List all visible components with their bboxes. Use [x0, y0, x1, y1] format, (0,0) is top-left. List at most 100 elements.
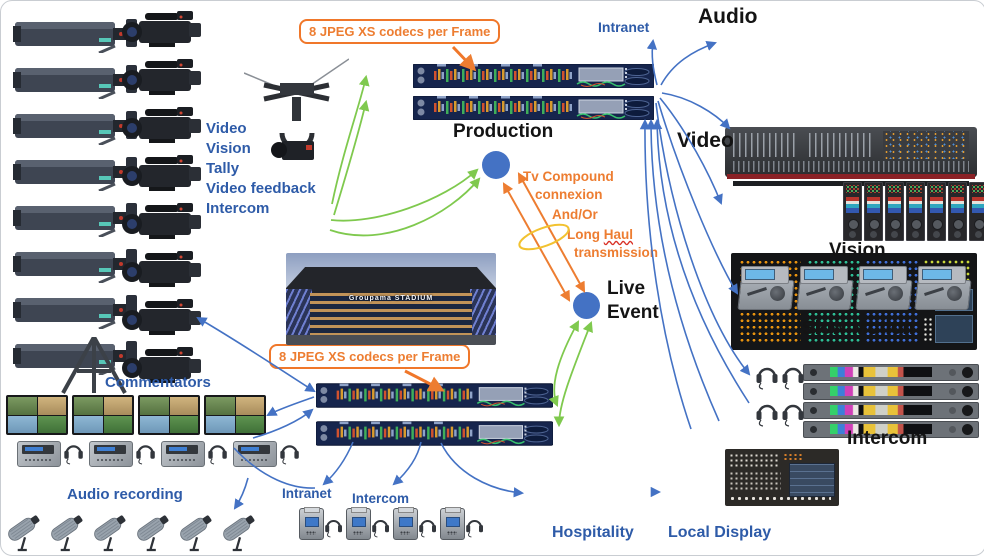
- microphone-icon: [4, 511, 43, 552]
- microphone-icon: [176, 511, 215, 552]
- headset: [755, 398, 780, 434]
- fader-bank-2: [809, 133, 875, 157]
- microphone-icon: [133, 511, 172, 552]
- link-tv-compound: Tv Compound: [523, 169, 614, 184]
- commentator-position: [89, 439, 157, 467]
- rcp-panel: [969, 182, 984, 241]
- codec-frame: [412, 63, 655, 93]
- fader-bank-1: [733, 133, 799, 157]
- tripod-icon: [61, 337, 127, 394]
- audio-console: [725, 127, 977, 187]
- slow-motion-row: [737, 266, 972, 312]
- studio-camera: [13, 243, 143, 288]
- codec-frame-icon: [412, 63, 655, 89]
- commentator-monitor: [72, 395, 134, 435]
- beltpack-body: [440, 507, 465, 540]
- audio-console-stripe: [727, 174, 975, 179]
- commentator-monitor-row: [6, 395, 266, 435]
- audio-console-center: [883, 131, 969, 159]
- headset: [781, 398, 806, 434]
- switcher-bank-white: [923, 317, 933, 343]
- studio-camera-icon: [13, 157, 137, 193]
- intercom-right-label: Intercom: [847, 428, 928, 449]
- link-and-or: And/Or: [552, 207, 598, 222]
- studio-camera-icon: [13, 111, 137, 147]
- codec-frame-icon: [315, 382, 554, 409]
- production-label: Production: [453, 121, 554, 142]
- eng-camera: [119, 297, 209, 342]
- commentator-unit: [17, 441, 61, 467]
- codec-note-production: 8 JPEG XS codecs per Frame: [299, 19, 501, 44]
- headset-icon: [371, 520, 390, 538]
- eng-camera-column: [119, 9, 209, 390]
- headset-icon: [63, 445, 84, 466]
- studio-camera-icon: [13, 249, 137, 285]
- stadium-photo: Groupama STADIUM: [286, 253, 496, 345]
- beltpack-body: [393, 507, 418, 540]
- rcp-panel-row: [843, 182, 984, 241]
- ccu-buttons: [729, 453, 779, 467]
- rcp-panel: [906, 182, 925, 241]
- intercom-beltpack: [393, 507, 438, 540]
- stadium-ground: [286, 335, 496, 345]
- headset-icon: [755, 367, 779, 391]
- microphone: [4, 506, 45, 555]
- headset-icon: [207, 445, 228, 466]
- arrow-to-video: [661, 92, 731, 130]
- signal-video-feedback: Video feedback: [206, 180, 316, 197]
- commentator-monitor: [204, 395, 266, 435]
- intercom-panel-stack: [803, 364, 979, 438]
- commentator-position: [233, 439, 301, 467]
- commentators-label: Commentators: [105, 374, 211, 391]
- commentator-monitor: [138, 395, 200, 435]
- stadium-wing-right: [470, 289, 496, 335]
- eng-camera-icon: [122, 155, 201, 191]
- commentator-unit-row: [17, 439, 301, 467]
- ccu-buttons-row: [729, 495, 831, 503]
- video-label: Video: [677, 129, 734, 152]
- eng-camera-icon: [122, 11, 201, 47]
- slow-motion-controller: [796, 266, 854, 312]
- headset: [781, 361, 806, 397]
- link-haul: Haul: [603, 227, 634, 242]
- codec-frame: [315, 382, 554, 413]
- headset-icon: [418, 520, 437, 538]
- commentator-unit: [89, 441, 133, 467]
- ccu-screen: [789, 463, 835, 497]
- audio-label: Audio: [698, 5, 758, 28]
- headset-icon: [279, 445, 300, 466]
- live-event-line1: Live: [607, 278, 646, 299]
- local-display-label: Local Display: [668, 524, 772, 541]
- beltpack-body: [346, 507, 371, 540]
- blue-arrows-right: [639, 38, 751, 430]
- arrow-up-1: [639, 118, 692, 430]
- eng-camera-icon: [122, 203, 201, 239]
- codec-frame-icon: [315, 420, 554, 447]
- eng-camera: [119, 153, 209, 198]
- headset: [755, 361, 780, 397]
- ccu-buttons-orange: [783, 453, 803, 461]
- codec-note-event: 8 JPEG XS codecs per Frame: [269, 344, 471, 369]
- production-node: [482, 151, 510, 179]
- commentator-unit: [233, 441, 277, 467]
- signal-video: Video: [206, 120, 247, 137]
- link-transmission: transmission: [574, 245, 659, 260]
- headset-icon: [324, 520, 343, 538]
- ccu-buttons-lower: [729, 471, 781, 491]
- live-event-line2: Event: [607, 302, 659, 323]
- arrow-up-2: [645, 118, 720, 422]
- link-highlight-ellipse: [518, 223, 570, 251]
- microphone-icon: [219, 511, 258, 552]
- intercom-headsets: [755, 361, 807, 434]
- link-connexion: connexion: [535, 187, 603, 202]
- studio-camera-column: [13, 13, 143, 380]
- rcp-panel: [948, 182, 967, 241]
- fader-bank-lower: [733, 161, 969, 172]
- arrow-cameras-to-production-2: [329, 177, 481, 237]
- beltpack-body: [299, 507, 324, 540]
- green-arrows-event: [548, 320, 593, 428]
- intercom-panel: [803, 402, 979, 419]
- event-codec-frames: [315, 382, 554, 451]
- camera-signal-list: Video Vision Tally Video feedback Interc…: [206, 119, 316, 219]
